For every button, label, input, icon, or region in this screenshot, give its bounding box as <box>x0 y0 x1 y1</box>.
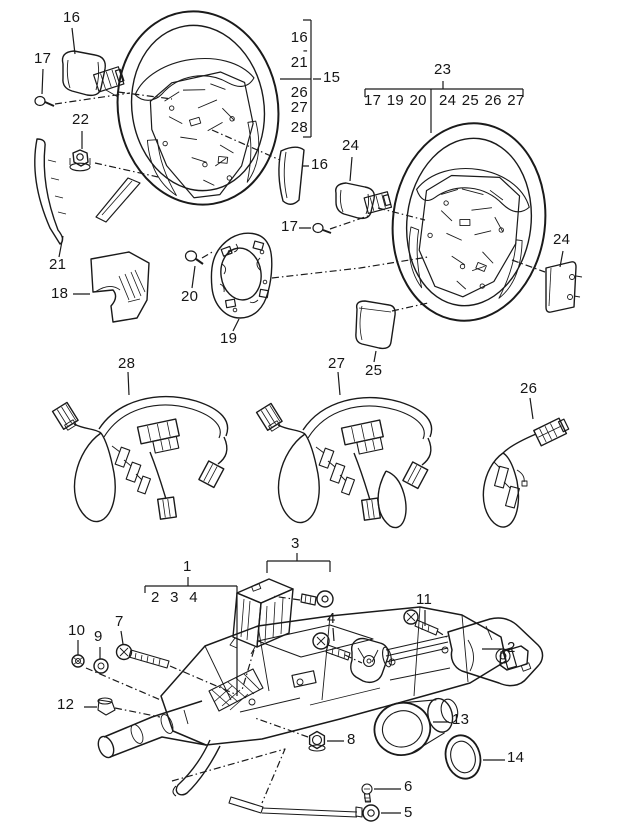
wiring-harness-28-drawing <box>51 395 229 523</box>
callout-26: 26 <box>520 380 538 397</box>
cover-18-drawing <box>90 251 150 323</box>
screw-17-left-drawing <box>34 95 55 107</box>
callout-9: 9 <box>94 628 103 645</box>
bracket23-group-b: 24 25 26 27 <box>439 92 525 109</box>
clip-nut-12-drawing <box>97 697 116 716</box>
airbag-frame-highlighted-drawing <box>210 232 273 319</box>
leader-lines <box>41 19 564 814</box>
callout-17-top-left: 17 <box>34 50 52 67</box>
callout-13: 13 <box>452 711 470 728</box>
callout-17-right: 17 <box>281 218 299 235</box>
bracket15-range-bottom: 21 <box>290 54 308 71</box>
steering-column-drawing <box>97 606 529 797</box>
callout-24-left: 24 <box>342 137 360 154</box>
trim-wedge-drawing <box>95 177 141 223</box>
bolt-11-drawing <box>403 609 439 636</box>
bracket15-item-26: 26 <box>290 84 308 101</box>
callout-12: 12 <box>57 696 75 713</box>
wiring-harness-27-drawing <box>255 396 433 529</box>
bolt-7-drawing <box>115 643 170 669</box>
bracket15-range-dash: - <box>302 42 308 59</box>
nut-10-drawing <box>71 654 85 668</box>
bracket23-group-a: 17 19 20 <box>364 92 427 109</box>
callout-10: 10 <box>68 622 86 639</box>
callout-23: 23 <box>434 61 452 78</box>
right-steering-wheel-drawing <box>391 122 547 322</box>
callout-14: 14 <box>507 749 525 766</box>
washer-9-drawing <box>93 658 109 674</box>
callout-5: 5 <box>404 804 413 821</box>
bolt-6-drawing <box>361 783 373 803</box>
trim-strip-21-drawing <box>34 138 67 245</box>
callout-18: 18 <box>51 285 69 302</box>
screw-17-right-drawing <box>312 222 332 234</box>
control-module-drawing <box>229 578 294 655</box>
callout-8: 8 <box>347 731 356 748</box>
bracket1-sub-items: 2 3 4 <box>151 589 198 606</box>
callout-21: 21 <box>49 256 67 273</box>
seal-ring-14-drawing <box>444 734 482 780</box>
callout-25: 25 <box>365 362 383 379</box>
callout-27: 27 <box>328 355 346 372</box>
callout-19: 19 <box>220 330 238 347</box>
cover-25-drawing <box>355 300 396 350</box>
bolt-4-drawing <box>312 632 351 661</box>
callout-6: 6 <box>404 778 413 795</box>
callout-1: 1 <box>183 558 192 575</box>
callout-24-right: 24 <box>553 231 571 248</box>
trim-16-right-drawing <box>278 146 305 205</box>
switch-pod-24-drawing <box>335 182 393 220</box>
callout-22: 22 <box>72 111 90 128</box>
wiring-harness-26-drawing <box>482 417 570 528</box>
callout-16-top-left: 16 <box>63 9 81 26</box>
callout-28: 28 <box>118 355 136 372</box>
left-steering-wheel-drawing <box>116 10 280 206</box>
boot-13-drawing <box>373 697 459 756</box>
assembly-dash-lines <box>54 91 546 804</box>
callout-20: 20 <box>181 288 199 305</box>
bracket15-item-27: 27 <box>290 99 308 116</box>
callout-2: 2 <box>507 639 516 656</box>
callout-16-right: 16 <box>311 156 329 173</box>
bracket15-item-28: 28 <box>290 119 308 136</box>
bracket15-range-top: 16 <box>290 29 308 46</box>
switch-pod-16-drawing <box>61 50 125 98</box>
linkage-rod-drawing <box>228 796 380 822</box>
callout-3: 3 <box>291 535 300 552</box>
screw-22-drawing <box>69 149 91 172</box>
intermediate-shaft-drawing <box>350 617 544 687</box>
panel-24-right-drawing <box>545 261 583 313</box>
callout-4: 4 <box>327 610 336 627</box>
callout-15: 15 <box>323 69 341 86</box>
callout-11: 11 <box>416 591 433 608</box>
callout-7: 7 <box>115 613 124 630</box>
module-screw-drawing <box>300 590 334 608</box>
screw-20-drawing <box>184 250 204 265</box>
nut-8-drawing <box>308 730 326 752</box>
